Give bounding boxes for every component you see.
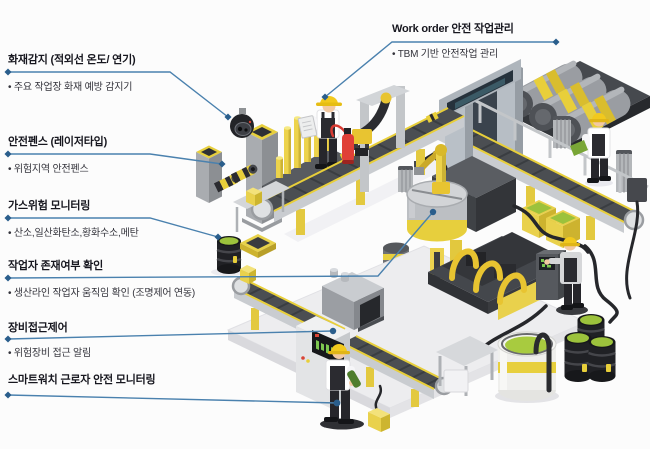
- callout-bullet: • 위험지역 안전펜스: [8, 164, 89, 175]
- storage-tanks: [503, 60, 650, 147]
- callout-leader-lines: [7, 41, 556, 404]
- worker-operator: [544, 237, 588, 315]
- callout-work-order: Work order 안전 작업관리 • TBM 기반 안전작업 관리: [392, 20, 514, 60]
- robot-arm-small: [414, 144, 450, 194]
- callout-bullet: • 주요 작업장 화재 예방 감지기: [8, 82, 133, 93]
- callout-dots: [4, 38, 560, 407]
- callout-bullet: • TBM 기반 안전작업 관리: [392, 49, 498, 60]
- coolant-tank: [495, 331, 559, 403]
- callout-title: Work order 안전 작업관리: [392, 23, 514, 35]
- worker-supervisor: [297, 96, 342, 169]
- work-table: [436, 336, 498, 396]
- gas-barrel: [216, 236, 242, 274]
- callout-title: 작업자 존재여부 확인: [8, 260, 103, 272]
- control-box: [625, 178, 647, 300]
- callout-fire-detection: 화재감지 (적외선 온도/ 연기) • 주요 작업장 화재 예방 감지기: [8, 51, 136, 93]
- guardrail: [461, 92, 649, 193]
- laser-fence-pillar-left: [196, 145, 222, 203]
- conveyor-bottom-right: [341, 335, 454, 407]
- callout-title: 장비접근제어: [8, 322, 68, 334]
- callout-bullet: • 산소,일산화탄소,황화수소,메탄: [8, 228, 139, 239]
- portable-device: [368, 384, 390, 432]
- callout-equipment-access: 장비접근제어 • 위험장비 접근 알림: [8, 319, 91, 359]
- callout-title: 안전펜스 (레이저타입): [8, 136, 108, 148]
- press-machine: [322, 268, 384, 332]
- fire-extinguisher-icon: [330, 124, 354, 164]
- callout-smartwatch-monitoring: 스마트워치 근로자 안전 모니터링: [8, 371, 156, 387]
- callout-safety-fence: 안전펜스 (레이저타입) • 위험지역 안전펜스: [8, 133, 107, 175]
- callout-gas-monitoring: 가스위험 모니터링 • 산소,일산화탄소,황화수소,메탄: [8, 197, 139, 239]
- callout-title: 화재감지 (적외선 온도/ 연기): [8, 54, 136, 66]
- callout-worker-presence: 작업자 존재여부 확인 • 생산라인 작업자 움직임 확인 (조명제어 연동): [8, 257, 195, 299]
- worker-inspector: [570, 113, 611, 183]
- dome-camera-icon: [230, 108, 254, 138]
- side-table: [233, 181, 290, 232]
- gantry-robot: [352, 85, 410, 192]
- oil-barrels: [564, 314, 616, 382]
- parts-tray: [240, 234, 276, 258]
- callout-title: 가스위험 모니터링: [8, 200, 91, 212]
- callout-bullet: • 생산라인 작업자 움직임 확인 (조명제어 연동): [8, 288, 196, 299]
- callout-title: 스마트워치 근로자 안전 모니터링: [8, 374, 156, 386]
- callout-bullet: • 위험장비 접근 알림: [8, 348, 92, 359]
- laser-emitters: [213, 164, 258, 193]
